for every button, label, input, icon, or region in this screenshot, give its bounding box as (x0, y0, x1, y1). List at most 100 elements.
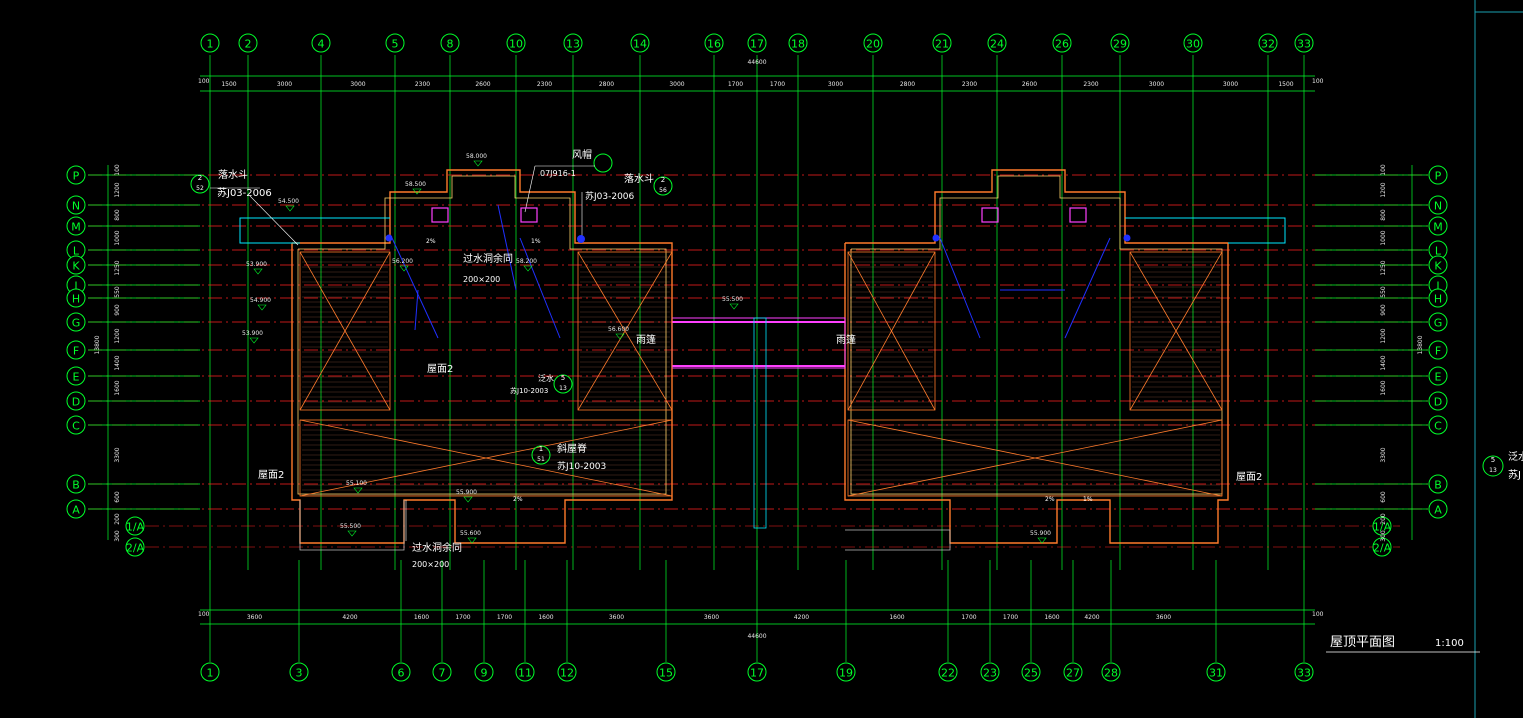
dim-side-l-10: 3300 (114, 447, 121, 462)
axis-bottom-1-label: 1 (207, 667, 214, 680)
axis-left-J-label: J (73, 280, 77, 293)
axis-bottom-31-label: 31 (1209, 667, 1223, 680)
slope-0: 2% (426, 238, 436, 245)
label-rain-l: 雨篷 (636, 333, 656, 346)
axis-bottom-6: 6 (391, 662, 411, 682)
axis-left-P: P (66, 165, 86, 185)
axis-top-21-label: 21 (935, 38, 949, 51)
axis-right-L-label: L (1435, 245, 1442, 258)
dim-bottom-6: 3600 (609, 614, 624, 621)
axis-top-33-circle (1294, 33, 1314, 53)
elevation-mark-0 (473, 160, 483, 167)
dim-bottom-8: 4200 (794, 614, 809, 621)
axis-bottom-15: 15 (656, 662, 676, 682)
dim-side-l-4: 1250 (114, 260, 121, 275)
dim-side-r-12: 200 (1380, 513, 1387, 525)
axis-right-H: H (1428, 288, 1448, 308)
axis-left-D-label: D (72, 396, 80, 409)
axis-bottom-28-label: 28 (1104, 667, 1118, 680)
dim-top-8: 1700 (728, 81, 743, 88)
dim-bottom-5: 1600 (538, 614, 553, 621)
axis-left-B: B (66, 474, 86, 494)
axis-bottom-22-label: 22 (941, 667, 955, 680)
axis-top-29: 29 (1110, 33, 1130, 53)
tall-dim-left: 13800 (94, 335, 101, 354)
elevation-marks: 58.00058.50054.50053.90055.10055.90055.6… (242, 153, 1093, 544)
axis-top-29-circle (1110, 33, 1130, 53)
axis-bottom-1-circle (200, 662, 220, 682)
axis-bottom-17-label: 17 (750, 667, 764, 680)
axis-left-K: K (66, 255, 86, 275)
axis-right-F: F (1428, 340, 1448, 360)
axis-top-10-circle (506, 33, 526, 53)
label-ref-right: 苏J03-2006 (585, 190, 635, 202)
axis-left-M-circle (66, 216, 86, 236)
axis-bottom-23-circle (980, 662, 1000, 682)
axis-top-24-circle (987, 33, 1007, 53)
wall-outline-left (291, 169, 673, 544)
drain-1 (519, 237, 561, 339)
axis-top-1-label: 1 (207, 38, 214, 51)
hip-ridge-6-b (1034, 419, 1223, 459)
dim-top-0: 1500 (221, 81, 236, 88)
axis-left-L-label: L (73, 245, 80, 258)
axis-top-21-circle (932, 33, 952, 53)
axis-bottom-27-label: 27 (1066, 667, 1080, 680)
hip-ridge-3-d (485, 457, 673, 497)
callout-d (531, 445, 551, 465)
axis-left-A-circle (66, 499, 86, 519)
axis-top-33: 33 (1294, 33, 1314, 53)
axis-right-M-label: M (1433, 221, 1443, 234)
label-roof-l1: 屋面2 (427, 363, 453, 375)
axis-left-E: E (66, 366, 86, 386)
elevation-0: 58.000 (466, 153, 487, 160)
axis-right-E-label: E (1435, 371, 1442, 384)
axis-left-F: F (66, 340, 86, 360)
axis-left-N: N (66, 195, 86, 215)
elevation-mark-12 (347, 530, 357, 537)
elevation-14: 55.900 (1030, 530, 1051, 537)
axis-bottom-12: 12 (557, 662, 577, 682)
axis-right-F-circle (1428, 340, 1448, 360)
axis-top-8: 8 (440, 33, 460, 53)
label-slope-roof: 斜屋脊 (557, 442, 587, 455)
axis-bottom-22: 22 (938, 662, 958, 682)
drawing-title: 屋顶平面图 (1330, 635, 1395, 650)
dim-side-r-7: 1200 (1380, 328, 1387, 343)
elevation-6: 55.600 (460, 530, 481, 537)
dim-bottom-13: 4200 (1084, 614, 1099, 621)
axis-right-C: C (1428, 415, 1448, 435)
edge-dim-tr: 100 (1312, 78, 1324, 85)
axis-left-P-circle (66, 165, 86, 185)
axis-left-A: A (66, 499, 86, 519)
axis-left-K-label: K (72, 260, 80, 273)
callout-b (653, 176, 673, 196)
axis-right-B: B (1428, 474, 1448, 494)
axis-right-C-circle (1428, 415, 1448, 435)
axis-right-E-circle (1428, 366, 1448, 386)
hip-roof-3 (299, 419, 673, 497)
hip-ridge-6-c (847, 457, 1036, 497)
label-vent-a-size: 200×200 (463, 275, 500, 284)
dim-top-14: 2300 (1083, 81, 1098, 88)
edge-dim-bl: 100 (198, 611, 210, 618)
dim-side-l-12: 200 (114, 513, 121, 525)
axis-bottom-1: 1 (200, 662, 220, 682)
axis-bottom-3: 3 (289, 662, 309, 682)
axis-bottom-33-circle (1294, 662, 1314, 682)
axis-top-30-circle (1183, 33, 1203, 53)
axis-top-5-circle (385, 33, 405, 53)
axis-bottom-17-circle (747, 662, 767, 682)
dim-top-17: 1500 (1278, 81, 1293, 88)
dim-side-l-11: 600 (114, 491, 121, 503)
hip-roof-4 (847, 251, 936, 411)
axis-bottom-19-label: 19 (839, 667, 853, 680)
hip-ridge-2-b (624, 251, 673, 332)
axis-right-extra-0-circle (1372, 516, 1392, 536)
axis-bottom-6-label: 6 (398, 667, 405, 680)
